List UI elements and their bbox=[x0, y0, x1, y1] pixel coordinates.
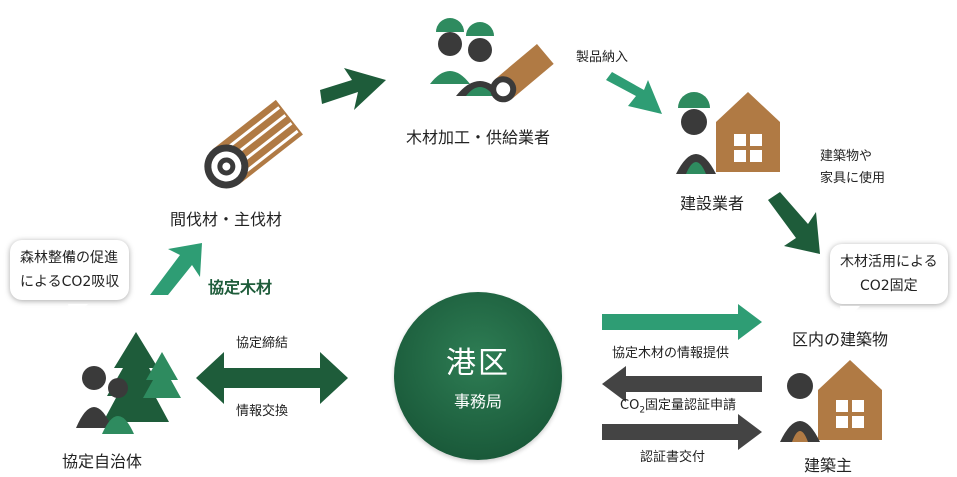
forest-bubble-line2: によるCO2吸収 bbox=[20, 274, 120, 290]
co2-apply-sub: 2 bbox=[639, 405, 646, 416]
arrow-to-processor bbox=[318, 62, 390, 120]
forest-bubble: 森林整備の促進 によるCO2吸収 bbox=[10, 240, 130, 322]
processor-label: 木材加工・供給業者 bbox=[406, 128, 551, 147]
district-buildings-label: 区内の建築物 bbox=[792, 330, 889, 349]
wood-info-label: 協定木材の情報提供 bbox=[612, 346, 730, 361]
owner-label: 建築主 bbox=[804, 456, 853, 475]
builder-label: 建設業者 bbox=[680, 194, 745, 213]
municipality-label: 協定自治体 bbox=[62, 452, 143, 471]
co2-fix-bubble: 木材活用による CO2固定 bbox=[830, 244, 948, 324]
cert-label: 認証書交付 bbox=[640, 450, 706, 465]
delivery-label: 製品納入 bbox=[576, 50, 629, 65]
use-label-line2: 家具に使用 bbox=[820, 171, 886, 186]
co2-fix-bubble-box: 木材活用による CO2固定 bbox=[830, 244, 948, 304]
office-subtitle: 事務局 bbox=[453, 392, 502, 411]
arrow-wood-info bbox=[600, 302, 764, 342]
forest-bubble-tail bbox=[68, 304, 88, 322]
info-exchange-label: 情報交換 bbox=[236, 404, 289, 419]
lumber-label: 間伐材・主伐材 bbox=[170, 210, 283, 229]
forest-bubble-line1: 森林整備の促進 bbox=[20, 250, 118, 266]
agreement-label: 協定締結 bbox=[236, 336, 289, 351]
co2-apply-suffix: 固定量認証申請 bbox=[645, 398, 737, 413]
forest-bubble-box: 森林整備の促進 によるCO2吸収 bbox=[10, 240, 130, 300]
builder-icon bbox=[676, 82, 786, 177]
agreement-wood-label: 協定木材 bbox=[208, 278, 273, 297]
co2-fix-bubble-line1: 木材活用による bbox=[840, 254, 938, 270]
double-arrow-agreement bbox=[194, 350, 350, 406]
log-icon bbox=[190, 98, 310, 198]
arrow-to-builder bbox=[604, 70, 664, 134]
arrow-to-owner bbox=[760, 190, 830, 260]
workers-icon bbox=[428, 14, 558, 114]
people-with-trees-icon bbox=[74, 322, 184, 437]
arrow-co2-apply bbox=[600, 364, 764, 404]
office-title: 港区 bbox=[446, 346, 510, 381]
co2-apply-label: CO2固定量認証申請 bbox=[620, 394, 736, 416]
arrow-cert bbox=[600, 412, 764, 452]
owner-house-icon bbox=[780, 350, 890, 445]
co2-apply-prefix: CO bbox=[620, 398, 640, 413]
office-circle: 港区 事務局 bbox=[394, 292, 562, 460]
arrow-to-lumber bbox=[140, 235, 210, 305]
co2-fix-bubble-tail bbox=[840, 306, 860, 324]
use-label-line1: 建築物や bbox=[820, 149, 873, 164]
co2-fix-bubble-line2: CO2固定 bbox=[859, 278, 918, 294]
use-label: 建築物や 家具に使用 bbox=[820, 146, 885, 190]
